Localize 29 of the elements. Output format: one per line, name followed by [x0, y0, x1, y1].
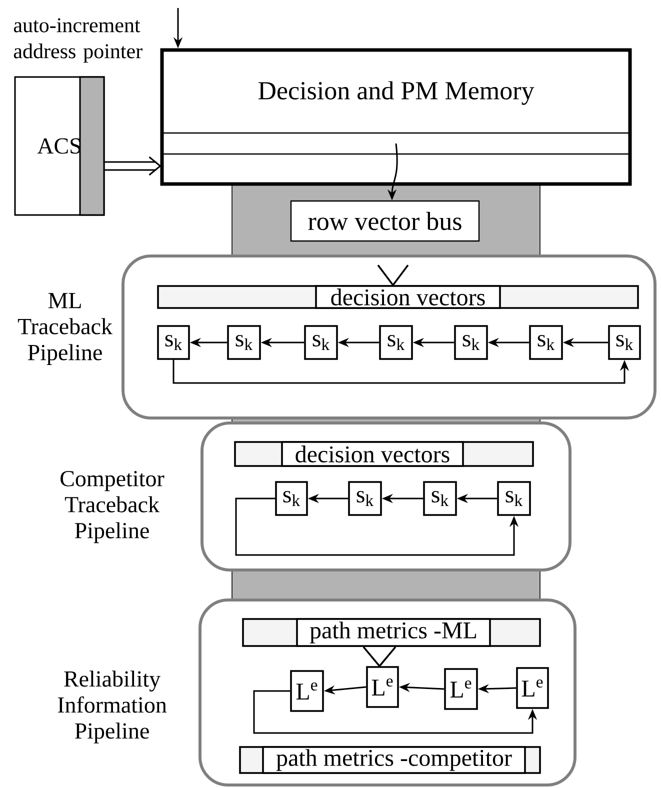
register-box: s$_{k}$ [304, 325, 338, 360]
register-box: s$_{k}$ [157, 325, 190, 360]
memory-block: Decision and PM Memory [160, 48, 632, 186]
arrow [362, 646, 396, 668]
register-bar: path metrics -competitor [239, 746, 541, 774]
register-box: s$_{k}$ [227, 325, 261, 360]
arrow [377, 264, 409, 287]
register-box: s$_{k}$ [423, 481, 457, 516]
register-bar: decision vectors [157, 285, 639, 309]
register-box: s$_{k}$ [529, 325, 563, 360]
acs-block: ACS [14, 76, 105, 216]
register-box: L$^{e}$ [516, 667, 549, 709]
register-bar: decision vectors [234, 441, 534, 467]
register-box: s$_{k}$ [275, 481, 308, 516]
register-box: s$_{k}$ [379, 325, 413, 360]
pipeline-label: Reliability Information Pipeline [58, 670, 167, 744]
register-bar: path metrics -ML [242, 618, 541, 647]
register-box: L$^{e}$ [290, 670, 324, 712]
bus-box: row vector bus [290, 200, 480, 242]
register-box: s$_{k}$ [608, 325, 641, 360]
register-box: s$_{k}$ [497, 481, 531, 516]
register-box: s$_{k}$ [454, 325, 488, 360]
register-box: L$^{e}$ [444, 668, 478, 710]
pipeline-label: Competitor Traceback Pipeline [60, 470, 164, 544]
register-box: s$_{k}$ [348, 481, 382, 516]
arrow [104, 156, 162, 176]
register-box: L$^{e}$ [366, 666, 399, 708]
memory-row [161, 132, 631, 155]
pipeline-label: ML Traceback Pipeline [18, 293, 112, 365]
